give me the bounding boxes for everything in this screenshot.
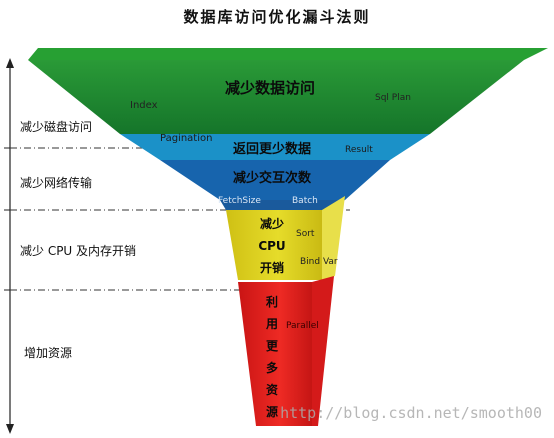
layer-darkblue (160, 160, 390, 200)
layer-tag: Sort (296, 229, 315, 239)
layer-tag: Index (130, 100, 158, 111)
watermark: http://blog.csdn.net/smooth00 (280, 404, 542, 422)
side-axis-arrow-top (6, 58, 14, 68)
layer-red-side (312, 276, 334, 426)
side-label: 减少网络传输 (20, 175, 92, 190)
layer-main-label: 减少数据访问 (225, 79, 315, 97)
layer-tag: Pagination (160, 133, 212, 144)
side-axis-arrow-bottom (6, 424, 14, 434)
resource-label-char: 多 (266, 360, 278, 375)
cpu-label-line: 减少 (260, 216, 284, 231)
layer-tag: FetchSize (218, 196, 261, 206)
layer-yellow-side (322, 196, 345, 280)
resource-label-char: 资 (266, 382, 278, 397)
side-label: 减少 CPU 及内存开销 (20, 244, 136, 258)
layer-tag: Result (345, 145, 373, 155)
side-label: 减少磁盘访问 (20, 119, 92, 134)
layer-tag: Parallel (286, 321, 319, 331)
resource-label-char: 更 (266, 339, 279, 353)
side-label: 增加资源 (24, 346, 72, 360)
layer-tag: Bind Var (300, 257, 338, 267)
layer-main-label: 减少交互次数 (233, 170, 312, 186)
layer-tag: Batch (292, 196, 318, 206)
diagram-title: 数据库访问优化漏斗法则 (183, 8, 371, 26)
resource-label-char: 源 (266, 404, 278, 419)
layer-lightblue (120, 134, 430, 160)
resource-label-char: 用 (265, 317, 278, 331)
cpu-label-line: 开销 (260, 260, 284, 275)
layer-main-label: 返回更少数据 (233, 141, 311, 157)
side-axis (4, 58, 16, 434)
layer-tag: Sql Plan (375, 93, 411, 103)
layer-green-top (28, 48, 548, 60)
layer-darkblue-bottom (220, 200, 345, 210)
cpu-label-line: CPU (258, 239, 285, 253)
layer-yellow (226, 210, 330, 280)
layer-red (238, 282, 322, 426)
layer-green (28, 60, 524, 134)
resource-label-char: 利 (266, 294, 278, 309)
